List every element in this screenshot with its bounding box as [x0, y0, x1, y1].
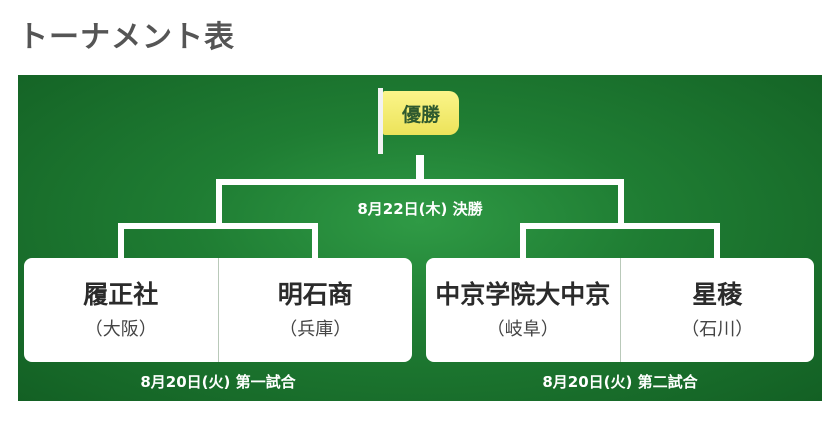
flag-pole	[378, 88, 383, 154]
match-2-date-label: 8月20日(火) 第二試合	[542, 373, 698, 391]
page-title: トーナメント表	[18, 20, 235, 55]
champion-flag: 優勝	[383, 91, 459, 135]
bracket-line-right-vertical	[618, 179, 624, 225]
final-date-label: 8月22日(木) 決勝	[357, 200, 483, 218]
team-1[interactable]: 履正社 （大阪）	[24, 258, 218, 362]
bracket-line-right-match-horizontal	[520, 223, 720, 229]
team-prefecture: （岐阜）	[486, 319, 559, 340]
tournament-board: 優勝 8月22日(木) 決勝 履正社 （大阪） 明石商 （兵庫） 8月20日(火…	[18, 75, 822, 401]
bracket-line-team3-stem	[520, 223, 526, 259]
match-1-date-label: 8月20日(火) 第一試合	[140, 373, 296, 391]
team-name: 星稜	[692, 280, 743, 309]
team-3[interactable]: 中京学院大中京 （岐阜）	[426, 258, 620, 362]
champion-flag-label: 優勝	[401, 103, 440, 126]
team-name: 履正社	[83, 280, 159, 309]
bracket-line-team1-stem	[118, 223, 124, 259]
bracket-line-left-match-horizontal	[118, 223, 318, 229]
bracket-line-team2-stem	[312, 223, 318, 259]
match-card-2: 中京学院大中京 （岐阜） 星稜 （石川）	[426, 258, 814, 362]
team-name: 明石商	[277, 280, 353, 309]
bracket-line-team4-stem	[714, 223, 720, 259]
team-prefecture: （石川）	[681, 319, 754, 340]
team-prefecture: （兵庫）	[279, 319, 352, 340]
team-2[interactable]: 明石商 （兵庫）	[217, 258, 413, 362]
bracket-line-final-stem	[416, 155, 424, 185]
bracket-line-left-vertical	[216, 179, 222, 225]
bracket-line-final-horizontal	[216, 179, 624, 185]
team-name: 中京学院大中京	[435, 280, 611, 309]
team-prefecture: （大阪）	[84, 319, 157, 340]
match-card-1: 履正社 （大阪） 明石商 （兵庫）	[24, 258, 412, 362]
team-4[interactable]: 星稜 （石川）	[619, 258, 815, 362]
